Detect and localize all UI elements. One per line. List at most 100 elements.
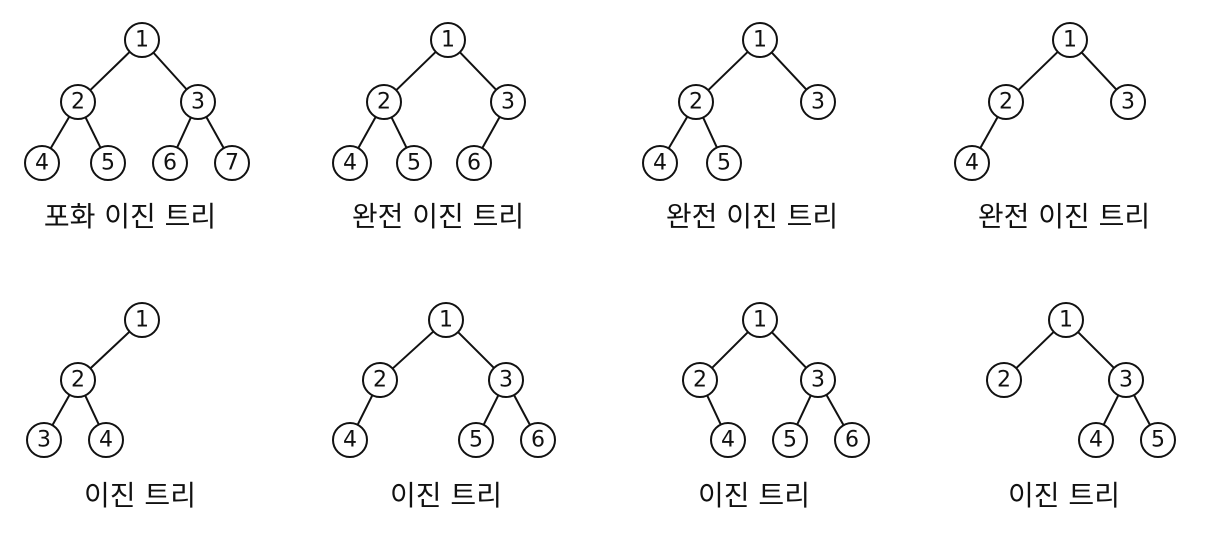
node-label: 3 xyxy=(811,90,825,115)
node-label: 3 xyxy=(499,368,513,393)
node-circle xyxy=(800,84,836,120)
node-3: 3 xyxy=(180,84,216,120)
edge-1-2 xyxy=(391,330,435,370)
node-circle xyxy=(456,145,492,181)
node-5: 5 xyxy=(90,145,126,181)
edge-3-5 xyxy=(482,394,500,426)
node-5: 5 xyxy=(706,145,742,181)
node-1: 1 xyxy=(1052,22,1088,58)
node-1: 1 xyxy=(124,302,160,338)
node-5: 5 xyxy=(772,422,808,458)
edge-2-5 xyxy=(702,117,718,148)
node-4: 4 xyxy=(642,145,678,181)
node-4: 4 xyxy=(710,422,746,458)
node-2: 2 xyxy=(682,362,718,398)
node-label: 7 xyxy=(225,151,239,176)
node-circle xyxy=(90,145,126,181)
node-label: 4 xyxy=(965,151,979,176)
node-circle xyxy=(490,84,526,120)
node-label: 3 xyxy=(501,90,515,115)
node-circle xyxy=(332,145,368,181)
node-circle xyxy=(706,145,742,181)
node-3: 3 xyxy=(1110,84,1146,120)
node-4: 4 xyxy=(24,145,60,181)
tree-caption: 완전 이진 트리 xyxy=(352,200,524,233)
node-1: 1 xyxy=(124,22,160,58)
node-4: 4 xyxy=(1078,422,1114,458)
node-circle xyxy=(1048,302,1084,338)
node-circle xyxy=(152,145,188,181)
node-3: 3 xyxy=(800,362,836,398)
node-7: 7 xyxy=(214,145,250,181)
node-circle xyxy=(60,84,96,120)
node-circle xyxy=(834,422,870,458)
node-label: 4 xyxy=(35,151,49,176)
node-label: 5 xyxy=(469,428,483,453)
node-1: 1 xyxy=(428,302,464,338)
node-label: 1 xyxy=(1063,28,1077,53)
edge-2-4 xyxy=(667,116,689,149)
edge-2-5 xyxy=(390,116,408,149)
node-4: 4 xyxy=(332,422,368,458)
node-3: 3 xyxy=(1108,362,1144,398)
edge-1-3 xyxy=(152,51,188,91)
node-circle xyxy=(214,145,250,181)
node-circle xyxy=(366,84,402,120)
node-2: 2 xyxy=(362,362,398,398)
edge-3-6 xyxy=(513,394,531,426)
node-label: 2 xyxy=(71,90,85,115)
node-label: 2 xyxy=(693,368,707,393)
node-6: 6 xyxy=(152,145,188,181)
node-2: 2 xyxy=(678,84,714,120)
node-label: 2 xyxy=(999,90,1013,115)
node-circle xyxy=(986,362,1022,398)
node-circle xyxy=(742,22,778,58)
edge-1-2 xyxy=(395,51,437,91)
node-label: 1 xyxy=(1059,308,1073,333)
node-4: 4 xyxy=(332,145,368,181)
node-label: 6 xyxy=(845,428,859,453)
node-label: 3 xyxy=(811,368,825,393)
edge-1-3 xyxy=(1080,51,1118,91)
node-label: 1 xyxy=(753,28,767,53)
node-5: 5 xyxy=(1140,422,1176,458)
node-label: 1 xyxy=(439,308,453,333)
edge-2-4 xyxy=(357,116,377,149)
node-label: 4 xyxy=(653,151,667,176)
node-circle xyxy=(26,422,62,458)
edge-1-3 xyxy=(459,51,497,91)
node-1: 1 xyxy=(430,22,466,58)
node-label: 5 xyxy=(407,151,421,176)
node-label: 5 xyxy=(783,428,797,453)
node-label: 6 xyxy=(163,151,177,176)
edge-3-5 xyxy=(1133,394,1151,426)
edge-2-5 xyxy=(84,116,102,149)
edge-1-2 xyxy=(1017,51,1059,91)
edge-1-3 xyxy=(771,331,807,369)
node-circle xyxy=(430,22,466,58)
tree-caption: 이진 트리 xyxy=(84,479,196,512)
node-label: 3 xyxy=(1119,368,1133,393)
node-circle xyxy=(428,302,464,338)
node-label: 5 xyxy=(101,151,115,176)
node-label: 4 xyxy=(1089,428,1103,453)
tree-caption: 완전 이진 트리 xyxy=(978,200,1150,233)
edge-3-4 xyxy=(1102,394,1120,426)
tree-caption: 이진 트리 xyxy=(1008,479,1120,512)
node-2: 2 xyxy=(60,84,96,120)
node-label: 5 xyxy=(1151,428,1165,453)
node-circle xyxy=(458,422,494,458)
edge-1-2 xyxy=(711,331,749,369)
node-circle xyxy=(88,422,124,458)
node-circle xyxy=(1110,84,1146,120)
node-label: 2 xyxy=(689,90,703,115)
edge-2-4 xyxy=(49,116,71,149)
node-circle xyxy=(124,22,160,58)
node-3: 3 xyxy=(800,84,836,120)
